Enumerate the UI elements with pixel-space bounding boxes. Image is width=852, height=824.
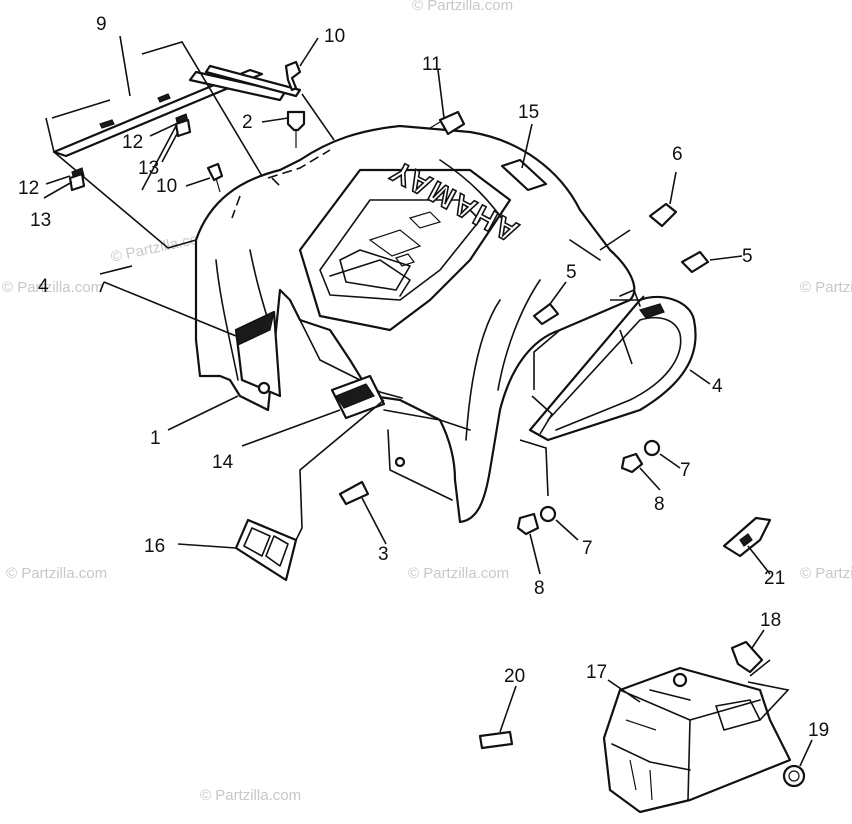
bolt-2: [286, 110, 306, 132]
callout-15: 15: [518, 102, 539, 123]
callout-7-lower: 7: [582, 538, 593, 559]
callout-17: 17: [586, 662, 607, 683]
rear-fender: [194, 124, 636, 524]
watermark-left-lower: © Partzilla.com: [6, 565, 107, 582]
callout-labels: 9 10 11 15 2 12 13 10 12 13 6 5 5 4 4 1 …: [18, 14, 829, 741]
bolt-11: [438, 110, 466, 136]
callout-7-right: 7: [680, 460, 691, 481]
callout-13-upper: 13: [138, 158, 159, 179]
watermark-left: © Partzilla.com: [2, 279, 103, 296]
watermark-top: © Partzilla.com: [412, 0, 513, 14]
collar-7-lower: [539, 505, 557, 523]
callout-11: 11: [422, 54, 442, 75]
nut-19: [782, 764, 806, 788]
collar-7-right: [643, 439, 661, 457]
callout-3: 3: [378, 544, 389, 565]
decal-label: [500, 158, 548, 192]
side-protector-strip: [52, 64, 302, 158]
callout-13-lower: 13: [30, 210, 51, 231]
bolt-10-top: [284, 60, 302, 92]
callout-20: 20: [504, 666, 525, 687]
callout-2: 2: [242, 112, 253, 133]
nut-13-lower: [68, 172, 86, 192]
watermark-right-lower: © Partzilla.com: [800, 565, 852, 582]
bolt-5-middle: [532, 302, 560, 326]
bolt-10-left: [206, 162, 224, 182]
nut-8-lower: [516, 512, 540, 536]
bolt-3: [338, 480, 370, 506]
watermark-bottom: © Partzilla.com: [200, 787, 301, 804]
nut-13-upper: [174, 118, 192, 138]
watermark-center: © Partzilla.com: [408, 565, 509, 582]
fasteners: [68, 60, 806, 788]
clip: [722, 516, 772, 558]
bolt-5-right: [680, 250, 710, 274]
stay-bracket: [330, 374, 386, 420]
callout-4-right: 4: [712, 376, 723, 397]
reflector: [234, 518, 298, 582]
callout-5-right: 5: [742, 246, 753, 267]
watermark-right: © Partzilla.com: [800, 279, 852, 296]
nut-8-right: [620, 452, 644, 474]
callout-6: 6: [672, 144, 683, 165]
callout-1: 1: [150, 428, 161, 449]
pad: [478, 730, 514, 750]
callout-9: 9: [96, 14, 107, 35]
callout-19: 19: [808, 720, 829, 741]
callout-10-top: 10: [324, 26, 345, 47]
leader-lines: [43, 35, 813, 767]
callout-12-lower: 12: [18, 178, 39, 199]
callout-16: 16: [144, 536, 165, 557]
callout-8-lower: 8: [534, 578, 545, 599]
bolt-6: [648, 202, 678, 228]
storage-box: [602, 666, 792, 814]
callout-14: 14: [212, 452, 234, 473]
callout-8-right: 8: [654, 494, 665, 515]
callout-10-left: 10: [156, 176, 177, 197]
bolt-18: [730, 640, 764, 674]
callout-18: 18: [760, 610, 781, 631]
callout-4-left: 4: [38, 276, 49, 297]
callout-5-middle: 5: [566, 262, 577, 283]
callout-12-upper: 12: [122, 132, 143, 153]
callout-21: 21: [764, 568, 785, 589]
